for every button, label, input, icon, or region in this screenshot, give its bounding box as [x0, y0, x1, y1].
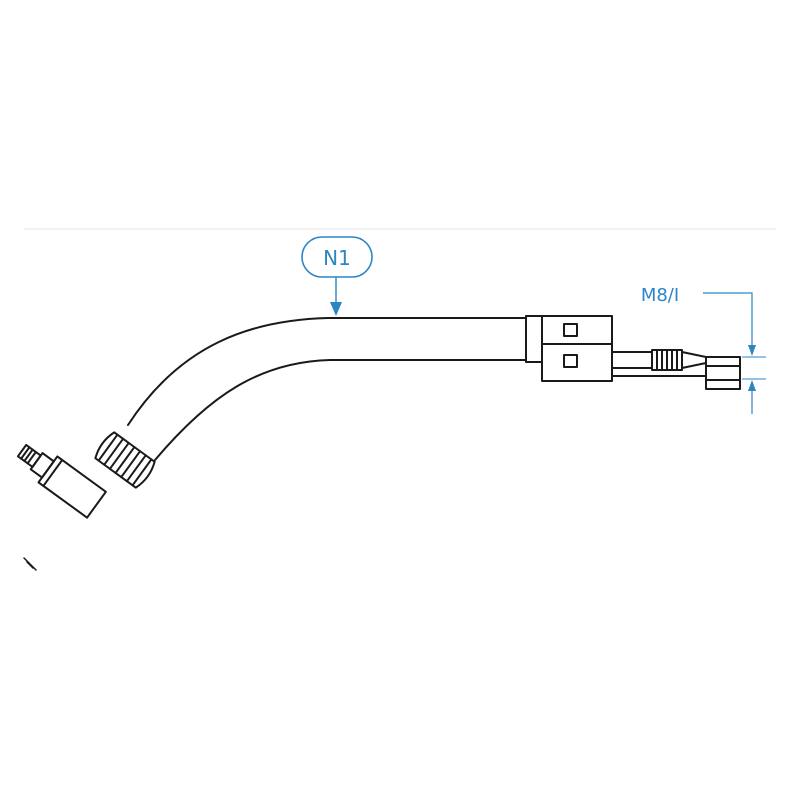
curved-neck-tube	[127, 317, 527, 461]
collar-ring-1	[97, 433, 119, 462]
collar-ring-7	[131, 458, 153, 487]
threaded-collar	[94, 431, 156, 489]
pin-taper	[681, 351, 707, 369]
rear-pin-fitting	[611, 349, 741, 390]
nozzle-body	[37, 455, 107, 519]
collar-ring-5	[120, 450, 142, 479]
rear-connector	[525, 315, 613, 382]
thread-leader	[703, 292, 753, 345]
collar-ring-6	[125, 454, 147, 483]
callout-n1-arrowhead	[330, 302, 342, 316]
thread-arrow-up	[748, 380, 756, 391]
collar-body	[94, 431, 156, 489]
thread-label: M8/I	[641, 285, 679, 306]
nozzle-body-inner-line	[42, 459, 64, 487]
connector-slot-upper	[563, 323, 578, 337]
callout-n1-bubble	[301, 236, 373, 278]
collar-ring-3	[108, 441, 130, 470]
collar-ring-2	[103, 437, 125, 466]
partial-edge-marks	[23, 557, 37, 571]
tip-thread-2	[23, 448, 34, 462]
tip-thread-3	[26, 451, 37, 465]
connector-slot-lower	[563, 354, 578, 368]
hex-nut	[705, 356, 741, 390]
callout-n1: N1	[301, 236, 373, 316]
callout-n1-label: N1	[323, 246, 351, 270]
collar-ring-4	[114, 446, 136, 474]
connector-block	[541, 315, 613, 382]
tube-end-ring	[525, 315, 543, 363]
neck-outline-bottom	[154, 359, 527, 461]
thread-dimension: M8/I	[641, 285, 766, 414]
thread-arrow-down	[748, 345, 756, 356]
tip-thread-1	[20, 446, 31, 460]
nozzle-tip	[16, 443, 107, 519]
neck-outline-top	[127, 317, 527, 426]
